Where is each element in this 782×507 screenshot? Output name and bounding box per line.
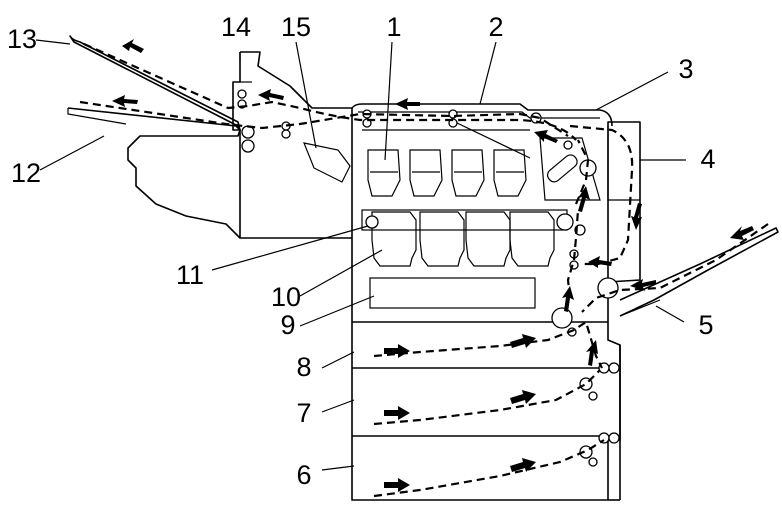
arrow-tray1-right xyxy=(510,334,536,348)
main-output-tray-lip xyxy=(67,108,127,125)
finisher-roller-f xyxy=(281,129,291,139)
callout-12: 12 xyxy=(11,158,41,188)
imaging-unit-2 xyxy=(419,211,465,267)
leader-15 xyxy=(295,41,317,149)
path-tray2 xyxy=(373,369,601,426)
toner-cartridges xyxy=(367,149,527,197)
direction-arrows xyxy=(112,39,754,492)
belt-roller-left xyxy=(365,215,379,229)
path-tray1 xyxy=(373,320,603,369)
fuser-exit-roller xyxy=(563,140,573,150)
arrow-bypass-bottom xyxy=(630,279,656,291)
arrow-main-output xyxy=(112,95,138,107)
leader-11 xyxy=(211,225,369,271)
path-tray3 xyxy=(373,439,605,498)
laser-unit xyxy=(369,277,536,309)
callout-1: 1 xyxy=(386,12,401,42)
callout-3: 3 xyxy=(678,54,693,84)
leader-9 xyxy=(299,295,375,327)
leader-3 xyxy=(595,71,669,111)
finisher xyxy=(232,51,352,239)
bypass-tray xyxy=(619,227,779,317)
finisher-outline xyxy=(240,51,352,109)
leader-6 xyxy=(321,465,355,471)
path-vertical xyxy=(566,209,580,299)
arrow-fuser-exit xyxy=(534,130,558,143)
leader-5 xyxy=(655,305,685,323)
leader-12 xyxy=(39,135,105,171)
callout-15: 15 xyxy=(281,12,311,42)
callout-13: 13 xyxy=(7,24,37,54)
imaging-units xyxy=(365,211,574,267)
fuser-unit xyxy=(539,137,601,201)
fuser-housing xyxy=(539,137,601,201)
main-body-outline xyxy=(351,108,641,501)
callout-14: 14 xyxy=(221,12,251,42)
toner-cartridge-4 xyxy=(493,149,527,197)
imaging-unit-1 xyxy=(371,211,417,267)
toner-cartridge-1 xyxy=(367,149,401,197)
path-duplex xyxy=(569,124,634,266)
arrow-duplex-down xyxy=(631,203,642,230)
arrow-duplex-left xyxy=(588,256,612,268)
imaging-unit-3 xyxy=(465,211,511,267)
arrow-tray1-up xyxy=(586,340,598,366)
tray1-separation-roller xyxy=(588,391,598,401)
toner-cartridge-3 xyxy=(451,149,485,197)
stapler-unit xyxy=(303,142,351,183)
path-main-output xyxy=(79,100,569,137)
callout-5: 5 xyxy=(698,310,713,340)
tray1-feed-roller-b xyxy=(608,362,620,374)
arrow-tray1 xyxy=(384,344,410,358)
path-upper-output xyxy=(83,42,577,141)
fuser-lamp xyxy=(546,154,578,183)
leader-1 xyxy=(384,41,393,161)
path-fuser-up xyxy=(574,139,590,205)
callout-labels: 1 2 3 4 5 6 7 8 9 10 11 12 13 14 15 xyxy=(7,12,716,490)
arrow-tray3 xyxy=(384,478,410,492)
bypass-feed-roller xyxy=(597,277,619,299)
callout-7: 7 xyxy=(296,398,311,428)
finisher-roller-a xyxy=(237,89,247,99)
leader-lines xyxy=(35,39,686,471)
leader-7 xyxy=(321,399,355,413)
registration-roller xyxy=(551,307,573,329)
arrow-bypass-top xyxy=(730,226,754,240)
printer-body xyxy=(351,103,641,501)
toner-leader-internal xyxy=(454,121,531,159)
finisher-roller-d xyxy=(241,139,255,153)
arrow-vertical-up xyxy=(562,286,574,312)
main-output-tray xyxy=(67,107,241,239)
leader-8 xyxy=(321,351,355,369)
arrow-upper-output xyxy=(122,39,144,53)
main-body-top xyxy=(351,103,613,127)
paper-paths xyxy=(79,42,769,498)
leader-2 xyxy=(479,41,497,105)
toner-cartridge-2 xyxy=(409,149,443,197)
leader-13 xyxy=(35,39,71,45)
tray2-separation-roller xyxy=(588,457,598,467)
callout-6: 6 xyxy=(296,460,311,490)
arrow-fuser-up xyxy=(578,186,590,212)
arrow-tray3-right xyxy=(510,458,536,472)
callout-10: 10 xyxy=(271,282,301,312)
callout-11: 11 xyxy=(176,260,204,290)
tray2-feed-roller-b xyxy=(608,432,620,444)
belt-roller-right xyxy=(556,213,574,231)
arrow-tray2-right xyxy=(510,390,536,404)
arrow-tray2 xyxy=(384,406,410,420)
callout-2: 2 xyxy=(488,12,503,42)
callout-8: 8 xyxy=(296,352,311,382)
arrow-top-path xyxy=(395,98,420,110)
leader-10 xyxy=(299,249,383,297)
callout-4: 4 xyxy=(700,144,715,174)
callout-9: 9 xyxy=(280,310,295,340)
imaging-unit-4 xyxy=(509,211,555,267)
bypass-tray-inner xyxy=(619,299,661,317)
side-door xyxy=(607,126,640,201)
upper-output-tray xyxy=(69,35,241,131)
arrow-finisher-upper xyxy=(258,89,284,101)
